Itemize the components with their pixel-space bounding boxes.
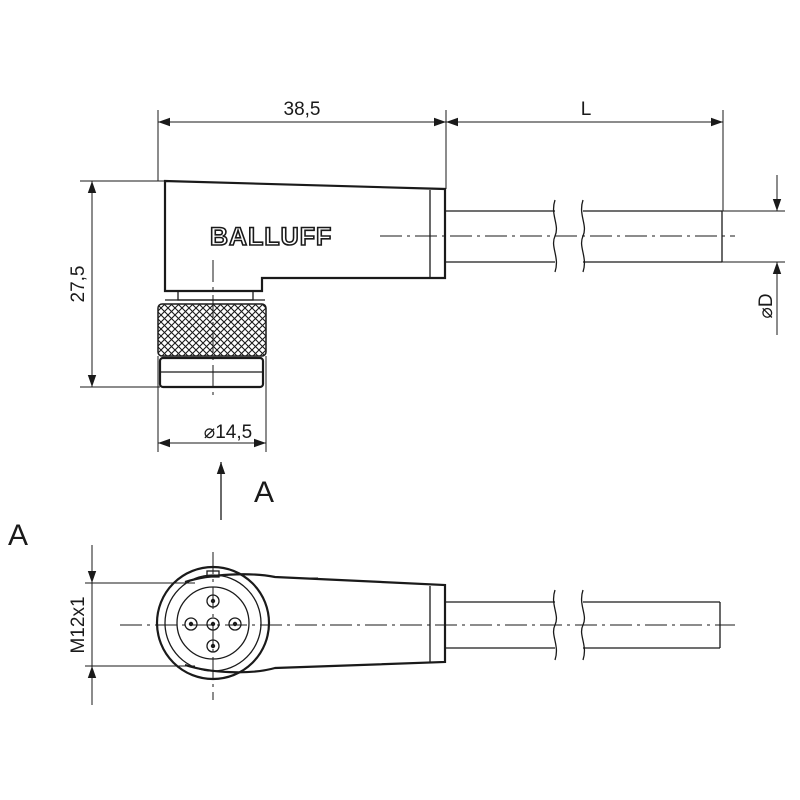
brand-logo: BALLUFF — [210, 223, 332, 251]
connector-neck — [177, 290, 254, 301]
dimension-thread: M12x1 — [68, 545, 195, 705]
svg-text:A: A — [254, 476, 274, 509]
view-title: A — [8, 519, 28, 552]
dimension-14-5: ⌀14,5 — [157, 356, 267, 452]
front-view-a: A — [8, 519, 735, 705]
dimension-cable-diameter: ⌀D — [722, 175, 785, 335]
pin — [228, 617, 242, 631]
dimension-38-5: 38,5 — [157, 99, 447, 189]
svg-text:⌀D: ⌀D — [756, 293, 777, 318]
coupling-nut-knurl — [157, 303, 267, 357]
dimension-cable-length: L — [446, 99, 724, 211]
connector-body — [163, 179, 447, 293]
dimension-27-5: 27,5 — [68, 180, 165, 388]
svg-text:M12x1: M12x1 — [68, 596, 89, 653]
svg-text:27,5: 27,5 — [68, 266, 89, 303]
view-arrow: A — [216, 462, 274, 520]
side-view: BALLUFF 38,5 — [68, 99, 785, 520]
svg-text:38,5: 38,5 — [284, 99, 321, 120]
pin — [184, 617, 198, 631]
svg-text:L: L — [581, 99, 592, 120]
svg-text:⌀14,5: ⌀14,5 — [204, 422, 252, 443]
